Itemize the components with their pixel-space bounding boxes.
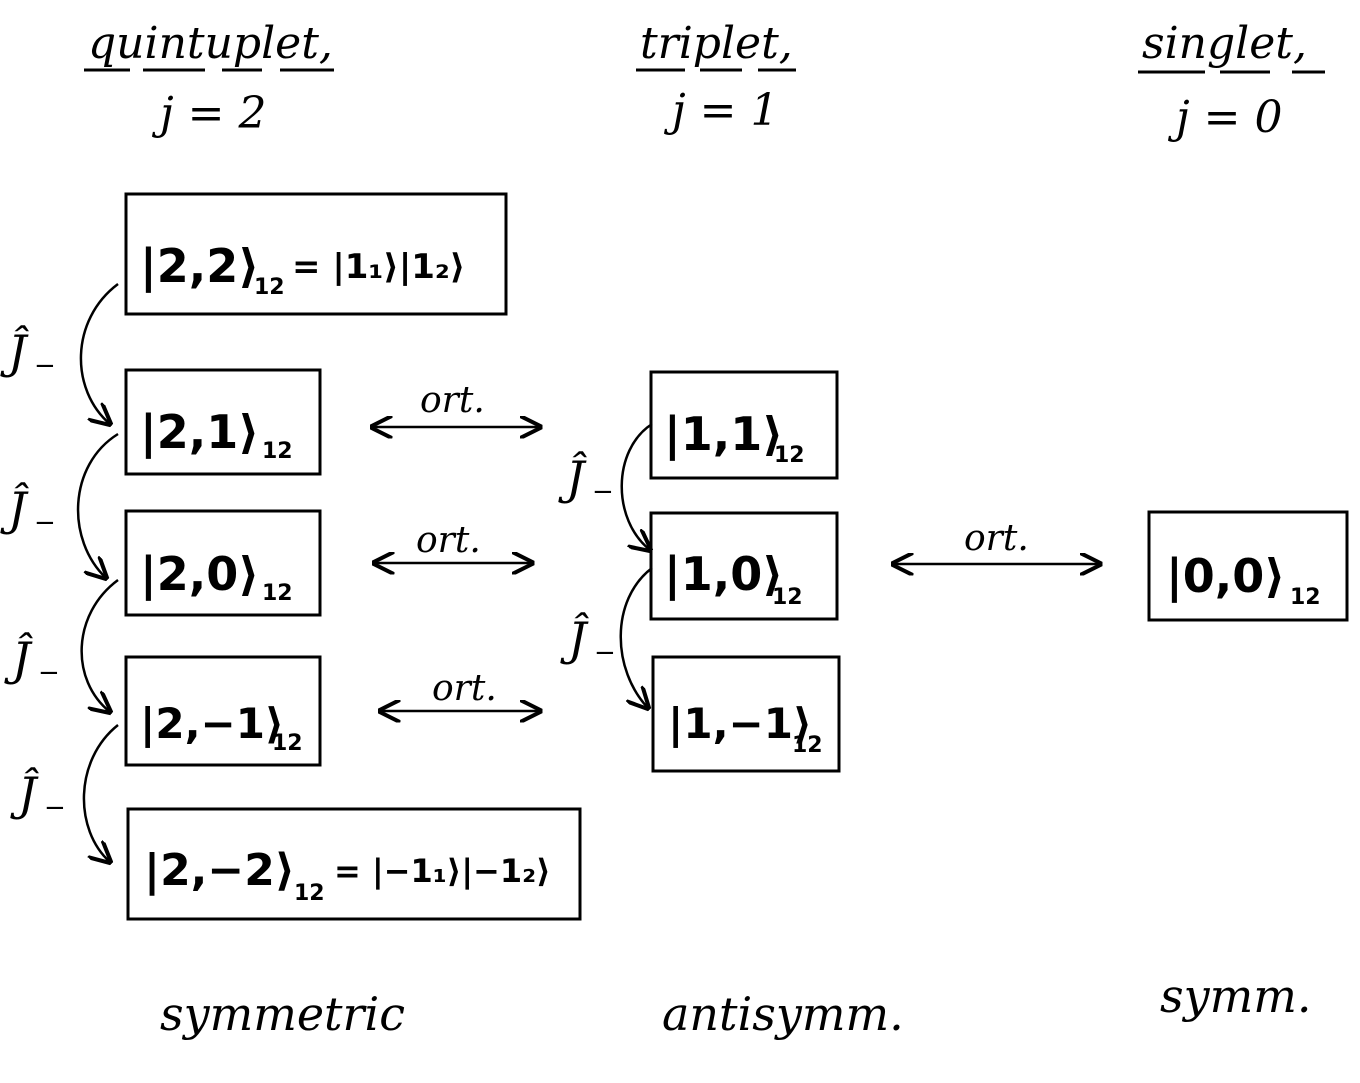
state-box-2-m1: |2,−1⟩ 12 <box>124 655 322 767</box>
ket-label: |2,0⟩ <box>140 547 259 602</box>
state-box-1-0: |1,0⟩ 12 <box>649 511 839 621</box>
lowering-arrow <box>619 567 653 708</box>
singlet-j: j = 0 <box>1167 92 1282 143</box>
ket-label: |2,−2⟩ <box>144 845 295 896</box>
lowering-operator-label: Ĵ − <box>4 632 60 688</box>
symmetry-label-triplet: antisymm. <box>662 987 904 1041</box>
lowering-arrow <box>620 422 652 550</box>
orthogonality-label: ort. <box>420 380 485 421</box>
orthogonality-arrow: ort. <box>372 380 540 427</box>
lowering-operator-label: Ĵ − <box>558 451 614 507</box>
ket-label: |2,1⟩ <box>140 405 259 460</box>
svg-text:Ĵ: Ĵ <box>558 451 587 505</box>
triplet-j: j = 1 <box>663 85 778 136</box>
lowering-arrow <box>76 432 119 578</box>
lowering-arrow <box>82 724 119 862</box>
orthogonality-arrow: ort. <box>374 520 532 563</box>
state-box-2-0: |2,0⟩ 12 <box>124 509 322 617</box>
ket-label: |2,−1⟩ <box>140 699 284 748</box>
svg-text:Ĵ: Ĵ <box>560 612 589 666</box>
state-box-1-m1: |1,−1⟩ 12 <box>651 655 841 773</box>
lowering-arrow <box>80 578 119 712</box>
svg-text:Ĵ: Ĵ <box>4 632 33 686</box>
ket-subscript: 12 <box>774 443 805 468</box>
svg-text:−: − <box>44 793 66 823</box>
lowering-operator-label: Ĵ − <box>0 325 56 381</box>
orthogonality-label: ort. <box>432 668 497 709</box>
lowering-arrow <box>79 283 119 424</box>
ket-label: |1,1⟩ <box>664 407 783 462</box>
ket-subscript: 12 <box>772 585 803 610</box>
symmetry-label-quintuplet: symmetric <box>160 987 405 1041</box>
svg-text:Ĵ: Ĵ <box>0 325 29 379</box>
ket-subscript: 12 <box>1290 585 1321 610</box>
orthogonality-label: ort. <box>964 518 1029 559</box>
triplet-title: triplet, <box>640 18 793 69</box>
ket-subscript: 12 <box>262 581 293 606</box>
state-box-0-0: |0,0⟩ 12 <box>1147 510 1349 622</box>
orthogonality-label: ort. <box>416 520 481 561</box>
singlet-title: singlet, <box>1142 18 1307 69</box>
ket-label: |2,2⟩ <box>140 239 259 294</box>
product-state: = |1₁⟩|1₂⟩ <box>292 247 465 287</box>
state-box-1-1: |1,1⟩ 12 <box>649 370 839 480</box>
svg-text:−: − <box>38 658 60 688</box>
svg-text:−: − <box>34 351 56 381</box>
header-triplet: triplet, j = 1 <box>636 18 796 136</box>
lowering-operator-label: Ĵ − <box>10 767 66 823</box>
svg-text:−: − <box>34 508 56 538</box>
ket-subscript: 12 <box>254 275 285 300</box>
svg-text:−: − <box>592 477 614 507</box>
svg-text:−: − <box>594 638 616 668</box>
symmetry-label-singlet: symm. <box>1160 969 1311 1023</box>
ket-subscript: 12 <box>792 733 823 758</box>
state-box-2-1: |2,1⟩ 12 <box>124 368 322 476</box>
quintuplet-title: quintuplet, <box>88 18 333 69</box>
orthogonality-arrow: ort. <box>380 668 540 711</box>
state-box-2-m2: |2,−2⟩ 12 = |−1₁⟩|−1₂⟩ <box>126 807 582 921</box>
ket-label: |1,−1⟩ <box>668 699 812 748</box>
product-state: = |−1₁⟩|−1₂⟩ <box>334 852 551 891</box>
ket-subscript: 12 <box>262 439 293 464</box>
header-quintuplet: quintuplet, j = 2 <box>84 18 334 139</box>
ket-label: |1,0⟩ <box>664 547 783 602</box>
quintuplet-j: j = 2 <box>151 88 266 139</box>
lowering-operator-label: Ĵ − <box>560 612 616 668</box>
state-box-2-2: |2,2⟩ 12 = |1₁⟩|1₂⟩ <box>124 192 508 316</box>
svg-text:Ĵ: Ĵ <box>0 482 29 536</box>
ket-subscript: 12 <box>294 881 325 906</box>
ket-subscript: 12 <box>272 731 303 756</box>
ket-label: |0,0⟩ <box>1166 549 1285 604</box>
lowering-operator-label: Ĵ − <box>0 482 56 538</box>
svg-text:Ĵ: Ĵ <box>10 767 39 821</box>
header-singlet: singlet, j = 0 <box>1138 18 1325 143</box>
orthogonality-arrow: ort. <box>893 518 1100 564</box>
